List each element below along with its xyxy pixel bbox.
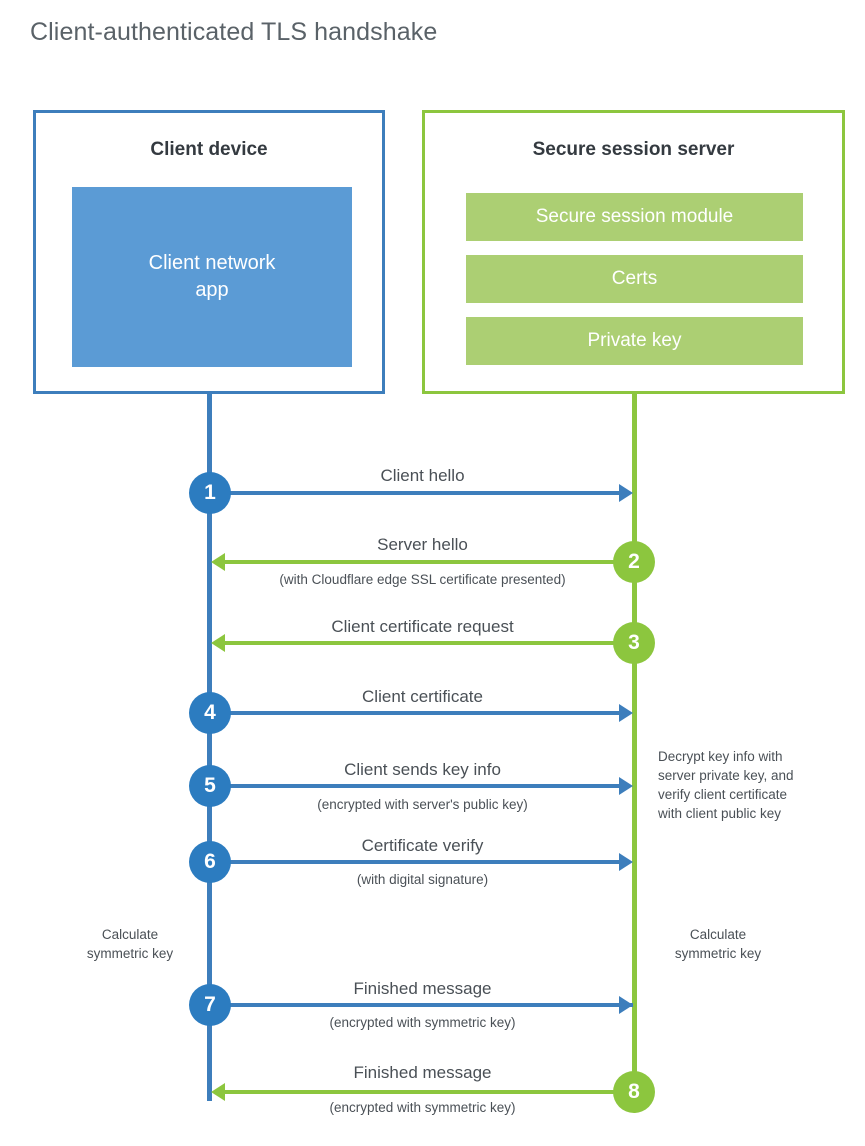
step-8-label: Finished message [353,1063,492,1082]
step-2-arrow-line [225,560,634,564]
client-network-app-label-line1: Client network [148,252,276,274]
step-6-label: Certificate verify [361,836,484,855]
step-8-arrow-head-icon [211,1083,225,1101]
server-block-certs: Certs [466,255,803,303]
step-1-arrow-line [209,491,619,495]
step-1-arrow-head-icon [619,484,633,502]
step-8-marker: 8 [613,1071,655,1113]
step-4-arrow-line [209,711,619,715]
step-8-arrow-line [225,1090,634,1094]
client-calculate-symmetric-key-note: Calculate symmetric key [60,925,200,963]
secure-session-server-box: Secure session server Secure session mod… [422,110,845,394]
client-network-app-block: Client network app [72,187,352,367]
step-1-label: Client hello [380,466,465,485]
step-6-marker: 6 [189,841,231,883]
step-7-sublabel: (encrypted with symmetric key) [329,1015,516,1030]
server-block-private-key: Private key [466,317,803,365]
step-6-arrow-head-icon [619,853,633,871]
step-7-arrow-line [209,1003,633,1007]
secure-session-server-title: Secure session server [532,139,735,160]
server-calculate-note-line1: Calculate [689,927,747,942]
client-calculate-note-line1: Calculate [101,927,159,942]
step-5-arrow-head-icon [619,777,633,795]
step-1-marker: 1 [189,472,231,514]
step-7-arrow-head-icon [619,996,633,1014]
server-calculate-symmetric-key-note: Calculate symmetric key [648,925,788,963]
step-5-arrow-line [209,784,619,788]
step-6-sublabel: (with digital signature) [356,872,489,887]
step-2-arrow-head-icon [211,553,225,571]
step-8-sublabel: (encrypted with symmetric key) [329,1100,516,1115]
step-3-arrow-head-icon [211,634,225,652]
step-4-label: Client certificate [362,687,483,706]
page-title: Client-authenticated TLS handshake [30,18,438,46]
server-decrypt-note-line3: verify client certificate [658,787,788,803]
step-7-label: Finished message [353,979,492,998]
step-5-marker: 5 [189,765,231,807]
step-3-label: Client certificate request [331,617,514,636]
step-4-arrow-head-icon [619,704,633,722]
server-calculate-note-line2: symmetric key [674,946,762,962]
step-2-sublabel: (with Cloudflare edge SSL certificate pr… [279,572,566,587]
client-lifeline [207,391,212,1101]
step-7-marker: 7 [189,984,231,1026]
client-network-app-label-line2: app [195,279,229,301]
step-3-marker: 3 [613,622,655,664]
step-5-sublabel: (encrypted with server's public key) [317,797,528,812]
server-decrypt-note-line4: with client public key [658,806,782,822]
server-decrypt-note-line1: Decrypt key info with [658,749,783,764]
step-5-label: Client sends key info [344,760,501,779]
client-device-title: Client device [150,139,268,160]
server-decrypt-note-line2: server private key, and [658,768,794,784]
step-2-label: Server hello [377,535,468,554]
client-calculate-note-line2: symmetric key [86,946,174,962]
server-decrypt-note: Decrypt key info with server private key… [658,747,843,824]
server-block-secure-session-module: Secure session module [466,193,803,241]
step-3-arrow-line [225,641,634,645]
client-device-box: Client device Client network app [33,110,385,394]
server-lifeline [632,391,637,1096]
step-6-arrow-line [209,860,619,864]
step-2-marker: 2 [613,541,655,583]
step-4-marker: 4 [189,692,231,734]
